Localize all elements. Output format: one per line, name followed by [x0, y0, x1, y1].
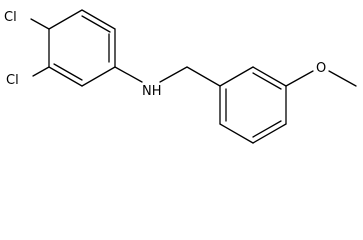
aryl-oxygen-bond — [285, 70, 314, 87]
ring-b-bond — [219, 123, 254, 144]
c3-chlorine-bond — [32, 66, 50, 77]
molecule-structure-diagram: Cl Cl NH O — [4, 9, 357, 144]
ring-a-bond — [48, 66, 83, 87]
chlorine-label-upper: Cl — [4, 10, 17, 25]
ring-a-bond — [81, 66, 116, 87]
methylene-aryl-bond — [186, 66, 221, 87]
amine-label: NH — [142, 84, 162, 99]
ring-a-double-bond — [53, 63, 83, 81]
oxygen-label: O — [316, 61, 326, 76]
ring-b-double-bond — [252, 120, 282, 138]
dichlorophenyl-ring — [48, 9, 116, 87]
oxygen-methyl-bond — [328, 70, 357, 87]
chlorine-label-lower: Cl — [6, 73, 19, 88]
ring-a-double-bond — [81, 15, 111, 33]
ring-b-bond — [252, 123, 287, 144]
ring-b-bond — [219, 66, 254, 87]
methoxyphenyl-ring — [219, 66, 287, 144]
ring-b-double-bond — [252, 72, 282, 90]
ring-a-bond — [48, 9, 83, 30]
c4-chlorine-bond — [30, 18, 50, 30]
ring-a-bond — [81, 9, 116, 30]
aryl-nitrogen-bond — [114, 66, 143, 83]
nitrogen-methylene-bond — [159, 66, 188, 83]
ring-b-bond — [252, 66, 287, 87]
